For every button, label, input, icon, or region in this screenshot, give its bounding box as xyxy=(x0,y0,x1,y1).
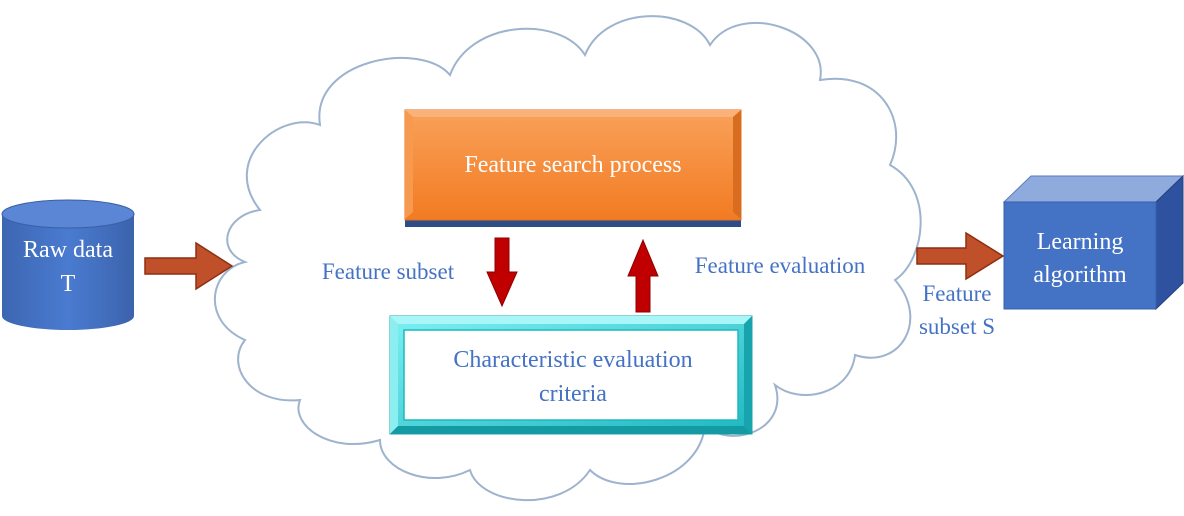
feature-evaluation-label: Feature evaluation xyxy=(695,253,866,278)
feature-subset-s-label-line1: Feature xyxy=(923,281,992,306)
feature-subset-label: Feature subset xyxy=(322,259,455,284)
flow-arrow-in xyxy=(144,241,234,291)
flow-arrow-out xyxy=(916,231,1005,281)
learning-algorithm-label-line2: algorithm xyxy=(1033,262,1127,288)
raw-data-label-line2: T xyxy=(61,271,76,297)
criteria-label-line1: Characteristic evaluation xyxy=(453,347,692,373)
feature-subset-s-label-line2: subset S xyxy=(919,314,995,339)
criteria-box xyxy=(389,315,753,435)
feature-search-process-box xyxy=(404,109,742,227)
learning-algorithm-label-line1: Learning xyxy=(1037,229,1124,255)
up-arrow xyxy=(627,238,659,313)
feature-search-process-label: Feature search process xyxy=(464,152,681,178)
raw-data-label-line1: Raw data xyxy=(23,237,113,263)
raw-data-cylinder xyxy=(1,199,135,330)
criteria-label-line2: criteria xyxy=(539,381,607,407)
down-arrow xyxy=(486,237,518,308)
learning-algorithm-cube xyxy=(1002,174,1184,311)
